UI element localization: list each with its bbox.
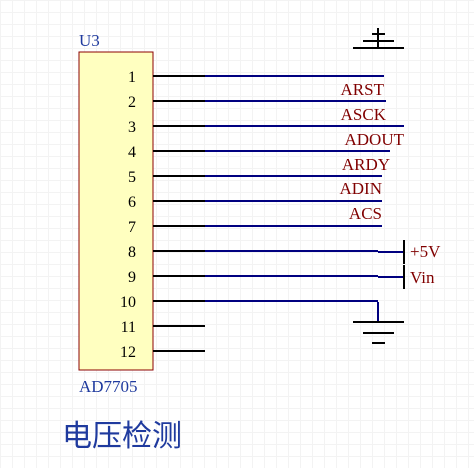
power-port-label-vin: Vin: [410, 268, 435, 287]
net-label-arst[interactable]: ARST: [341, 80, 385, 99]
net-label-adout[interactable]: ADOUT: [345, 130, 405, 149]
net-label-acs[interactable]: ACS: [349, 204, 382, 223]
pin-8-number: 8: [128, 244, 136, 261]
pin-12-number: 12: [120, 344, 136, 361]
pin-7-number: 7: [128, 219, 136, 236]
pin-9-number: 9: [128, 269, 136, 286]
pin-4-number: 4: [128, 144, 136, 161]
pin-2-number: 2: [128, 94, 136, 111]
ground-symbol-top[interactable]: [353, 28, 404, 49]
pin-3-number: 3: [128, 119, 136, 136]
net-label-ardy[interactable]: ARDY: [342, 155, 390, 174]
net-label-adin[interactable]: ADIN: [340, 179, 383, 198]
diagram-caption: 电压检测: [62, 419, 182, 454]
net-label-asck[interactable]: ASCK: [341, 105, 387, 124]
power-port-vin[interactable]: Vin: [378, 265, 435, 289]
ic-body[interactable]: [78, 51, 154, 371]
pin-11-number: 11: [121, 319, 136, 336]
power-port-5v[interactable]: +5V: [378, 240, 441, 264]
pin-1-number: 1: [128, 69, 136, 86]
pin-6-number: 6: [128, 194, 136, 211]
pin-10-number: 10: [120, 294, 136, 311]
ic-part-number: AD7705: [79, 377, 138, 396]
pin-5-number: 5: [128, 169, 136, 186]
ic-designator: U3: [79, 31, 100, 50]
ground-symbol-bottom[interactable]: [353, 302, 404, 344]
power-port-label-5v: +5V: [410, 242, 441, 261]
